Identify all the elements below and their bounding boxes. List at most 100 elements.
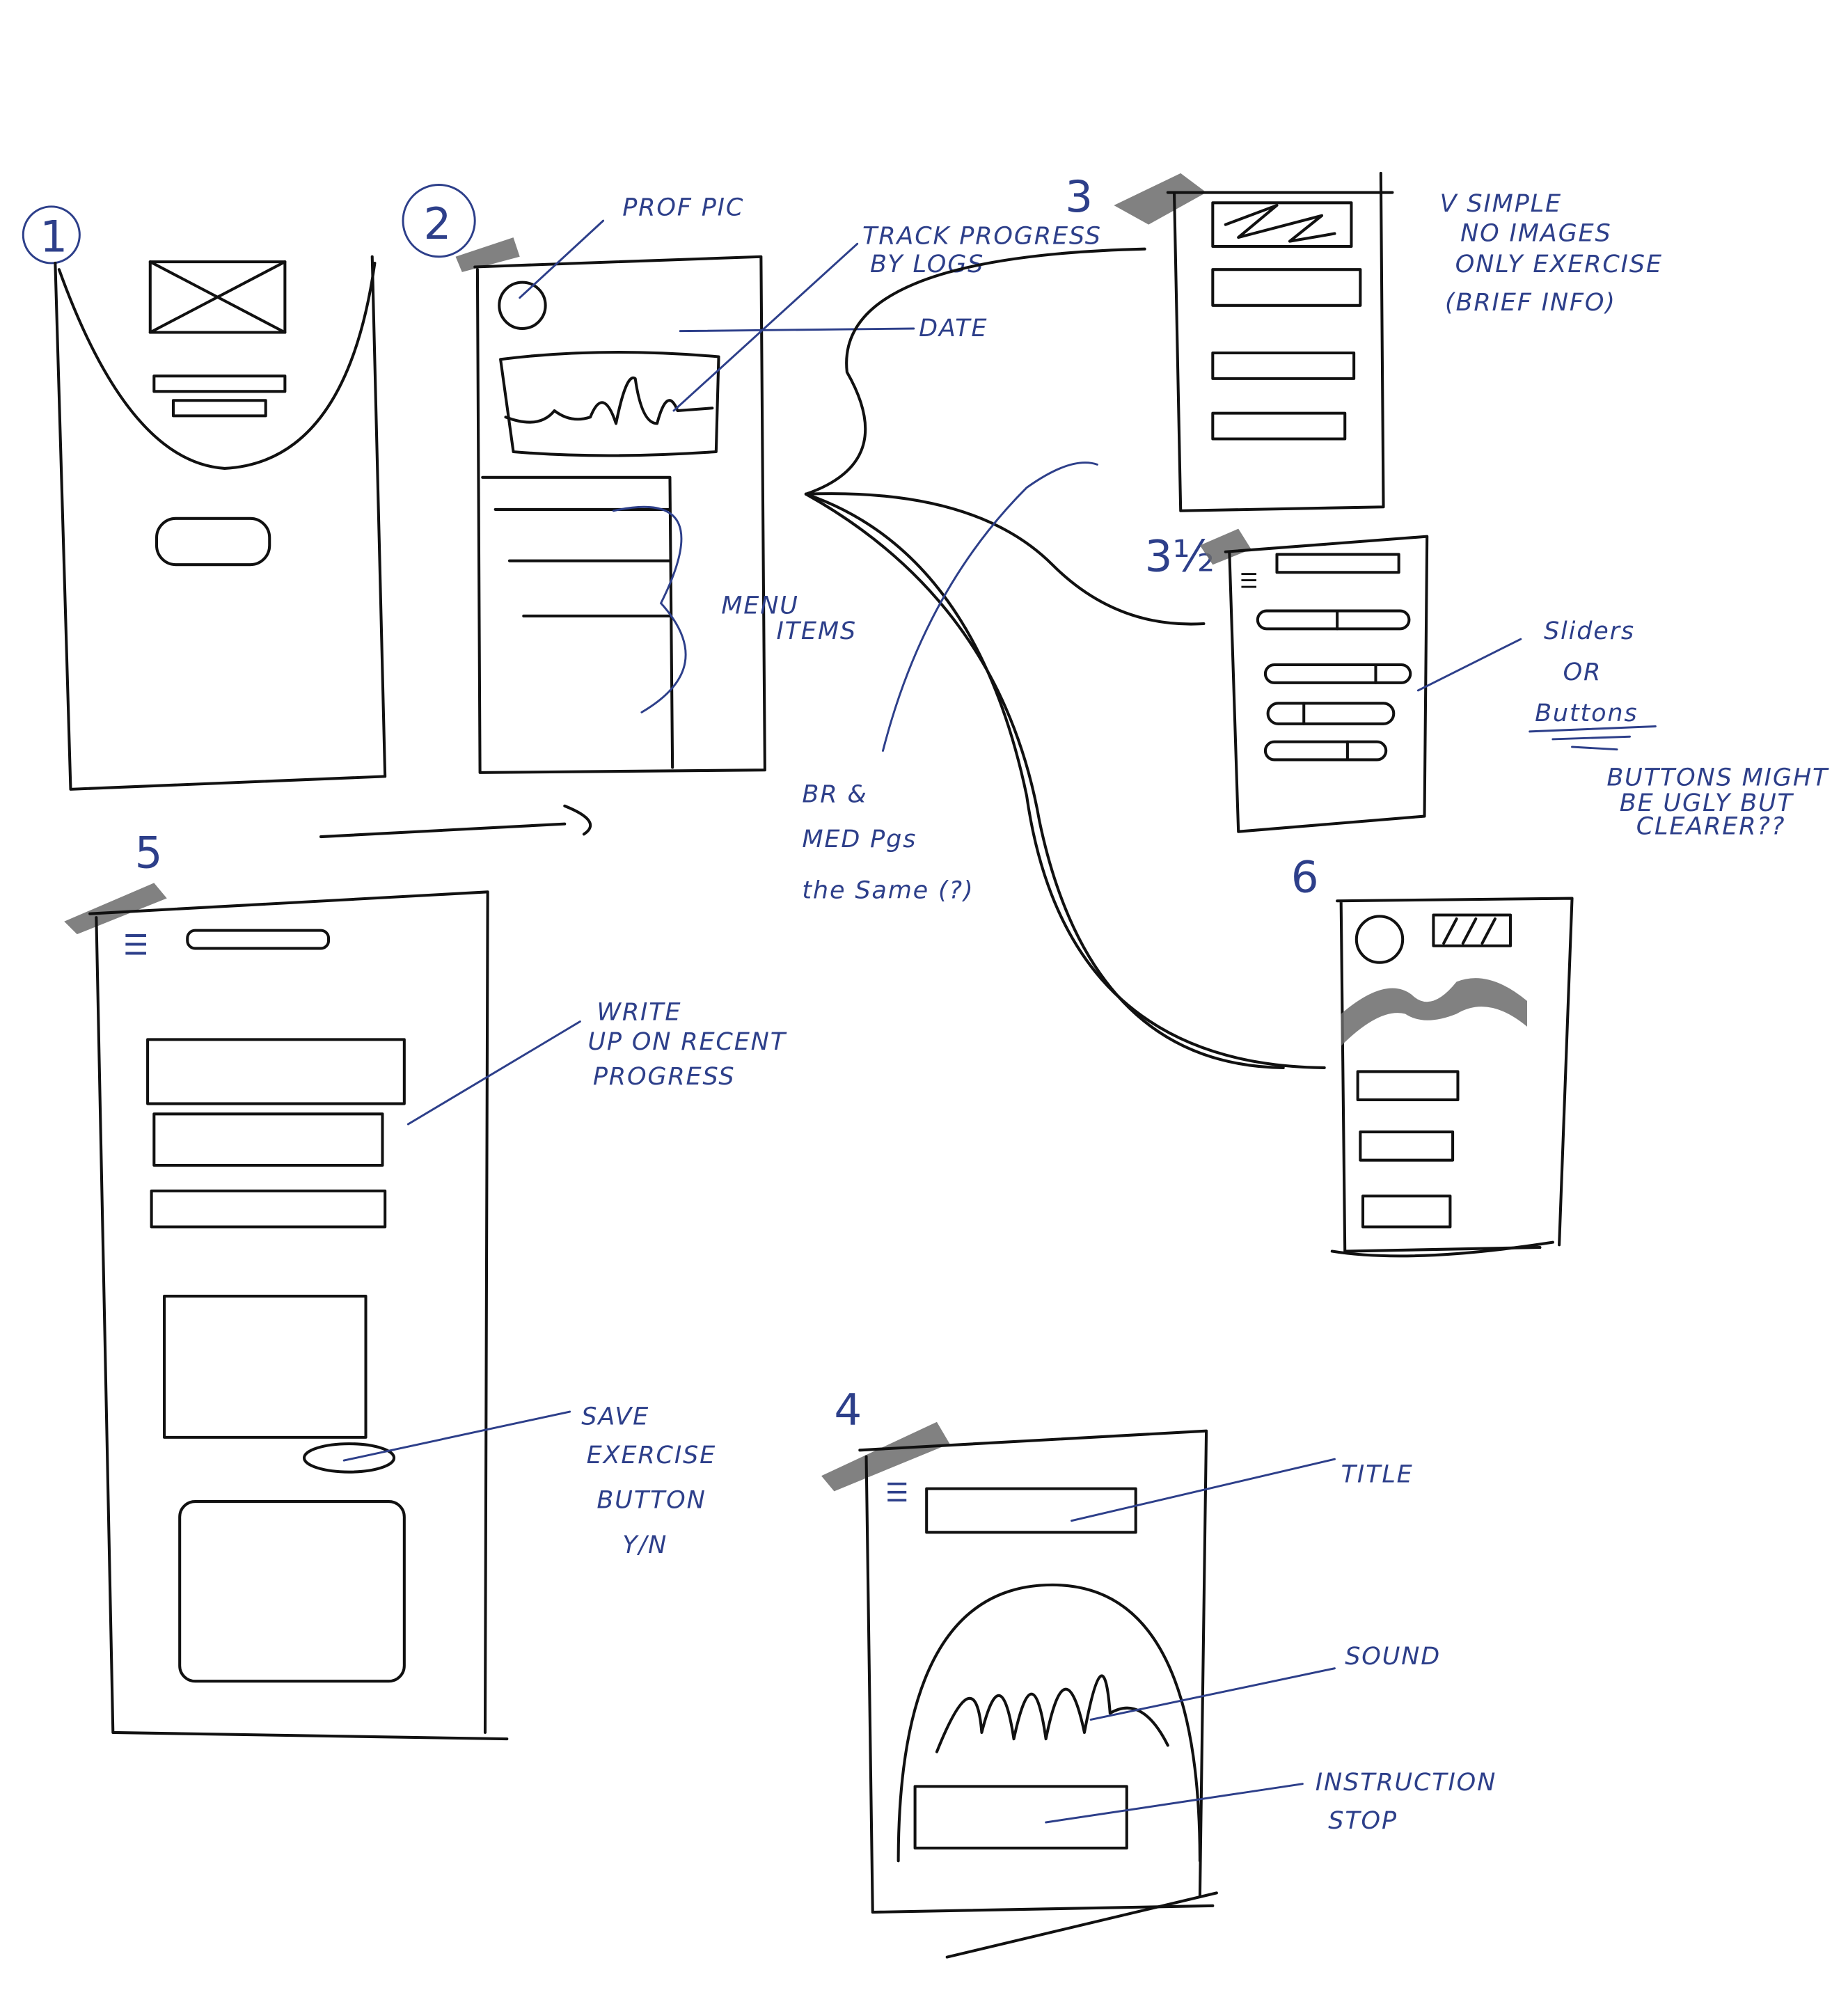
header-bar — [1275, 553, 1400, 574]
note-write: WRITE — [597, 998, 681, 1027]
screen-2-home: 2 — [402, 184, 766, 774]
slider[interactable] — [1266, 702, 1396, 725]
note-progress: PROGRESS — [593, 1062, 736, 1091]
header-bar — [186, 929, 331, 950]
screen-number: 6 — [1291, 851, 1319, 902]
note-clearer: CLEARER?? — [1636, 812, 1786, 840]
leader-line — [1045, 1783, 1304, 1824]
note-be-ugly: BE UGLY BUT — [1620, 789, 1794, 817]
leader-line — [406, 1020, 581, 1126]
leader-line — [1416, 638, 1522, 692]
screen-number: 2 — [423, 198, 451, 249]
note-instruction: INSTRUCTION — [1316, 1768, 1496, 1797]
menu-icon[interactable]: ☰ — [1240, 570, 1258, 592]
screen-3-exercise-list: 3 — [1065, 171, 1394, 512]
header-box — [1432, 913, 1513, 947]
note-button: BUTTON — [597, 1485, 706, 1514]
write-up-field[interactable] — [146, 1038, 406, 1105]
note-yn: Y/N — [622, 1531, 668, 1559]
slider[interactable] — [1263, 663, 1412, 684]
note-prof-pic: PROF PIC — [622, 194, 744, 222]
phone-frame — [473, 255, 766, 774]
screen-number: 3½ — [1145, 530, 1215, 581]
note-date: DATE — [919, 314, 988, 342]
screen-number: 4 — [834, 1384, 862, 1435]
exercise-item[interactable] — [1211, 268, 1362, 307]
text-line — [152, 374, 287, 393]
slider[interactable] — [1263, 740, 1388, 762]
phone-frame — [54, 255, 387, 791]
note-med: MED Pgs — [802, 825, 917, 853]
slider[interactable] — [1256, 609, 1411, 631]
list-item[interactable] — [1359, 1130, 1455, 1162]
smudge — [1199, 528, 1251, 565]
exercise-item[interactable] — [1211, 351, 1356, 380]
phone-frame — [1224, 535, 1429, 833]
avatar[interactable] — [1355, 915, 1405, 964]
note-up-on-recent: UP ON RECENT — [587, 1027, 787, 1056]
leader-line — [519, 219, 605, 299]
note-buttons-might: BUTTONS MIGHT — [1606, 763, 1829, 791]
content-box — [163, 1295, 368, 1439]
image-placeholder — [148, 260, 287, 334]
scribble — [1224, 203, 1336, 243]
hatch — [1442, 917, 1496, 945]
connector-to-3-half — [804, 492, 1206, 626]
progress-chart-line — [504, 376, 714, 425]
note-only-exercise: ONLY EXERCISE — [1455, 250, 1663, 278]
phone-frame — [88, 890, 509, 1741]
exercise-item[interactable] — [1211, 411, 1347, 441]
phone-frame — [1336, 897, 1574, 1253]
note-stop: STOP — [1328, 1806, 1398, 1835]
menu-icon[interactable]: ☰ — [885, 1478, 908, 1507]
header-arc — [57, 261, 377, 470]
profile-pic[interactable] — [498, 281, 547, 331]
note-same: the Same (?) — [802, 876, 974, 905]
smudge — [1114, 173, 1207, 225]
note-brief-info: (BRIEF INFO) — [1445, 288, 1616, 317]
title-box — [925, 1487, 1137, 1534]
bottom-wave — [1330, 1240, 1554, 1258]
menu-items[interactable] — [481, 475, 674, 769]
text-line — [171, 399, 267, 418]
screen-3-half-sliders: 3½ ☰ — [1145, 528, 1429, 833]
leader-line — [1071, 1458, 1336, 1522]
smudge — [455, 237, 520, 272]
save-exercise-toggle[interactable] — [302, 1442, 396, 1474]
screen-number: 1 — [40, 211, 68, 262]
note-track-progress: TRACK PROGRESS — [862, 221, 1102, 250]
note-br: BR & — [802, 780, 867, 808]
note-menu: MENU — [721, 591, 799, 620]
banner-wave — [1341, 978, 1528, 1046]
screen-5-progress-log: 5 ☰ — [64, 827, 509, 1741]
instruction-stop-button[interactable] — [913, 1785, 1128, 1850]
leader-line — [672, 242, 859, 412]
write-up-field[interactable] — [152, 1112, 384, 1167]
screen-number: 3 — [1065, 171, 1093, 222]
screen-4-exercise-player: 4 ☰ — [821, 1384, 1215, 1914]
progress-chart[interactable] — [499, 350, 720, 457]
screen-number-circle — [22, 205, 81, 265]
write-up-field[interactable] — [150, 1189, 387, 1229]
note-or: OR — [1563, 658, 1602, 686]
header-box — [1211, 201, 1353, 249]
note-track-progress-2: BY LOGS — [870, 250, 984, 278]
connector-to-6 — [804, 492, 1326, 1069]
start-button[interactable] — [155, 516, 271, 567]
phone-frame — [858, 1429, 1215, 1914]
note-sliders: Sliders — [1544, 617, 1635, 645]
connector-to-3 — [804, 247, 1146, 496]
note-buttons: Buttons — [1535, 699, 1638, 727]
list-item[interactable] — [1356, 1070, 1460, 1102]
smudge — [821, 1421, 950, 1492]
note-title: TITLE — [1341, 1460, 1414, 1488]
note-sound: SOUND — [1345, 1642, 1441, 1671]
leader-line — [679, 327, 915, 333]
list-item[interactable] — [1361, 1194, 1452, 1229]
screen-6-profile: 6 — [1291, 851, 1574, 1258]
sound-waveform[interactable] — [935, 1674, 1169, 1753]
leader-line — [882, 462, 1098, 752]
menu-icon[interactable]: ☰ — [123, 930, 148, 961]
connector-to-5 — [804, 492, 1285, 1069]
